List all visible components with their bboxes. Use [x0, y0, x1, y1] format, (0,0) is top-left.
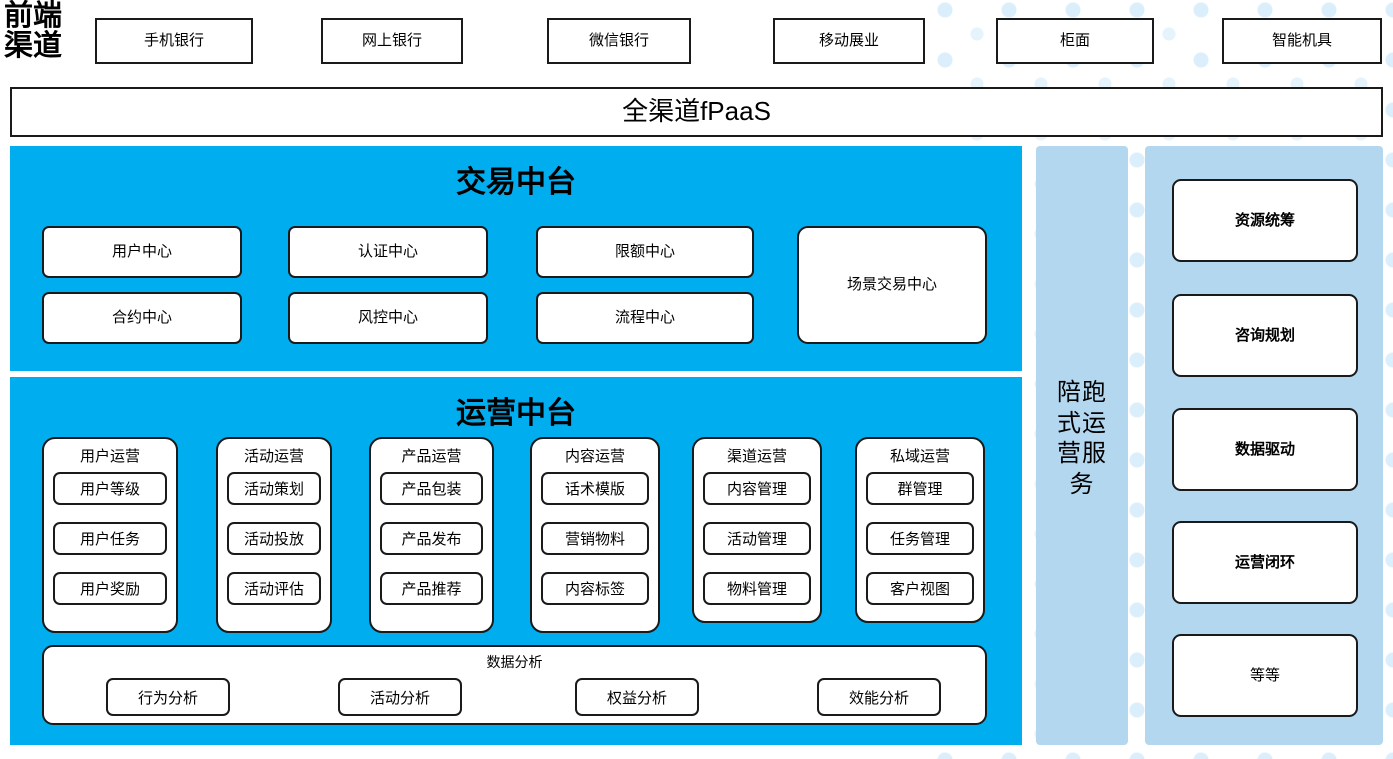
tx-box-limit-center[interactable]: 限额中心 [536, 226, 754, 278]
op-column-title: 产品运营 [401, 448, 462, 465]
front-channel-label-line2: 渠道 [4, 29, 63, 62]
tx-box-process-center[interactable]: 流程中心 [536, 292, 754, 344]
accompany-service-line: 式运 [1057, 409, 1107, 437]
service-box-label: 资源统筹 [1234, 211, 1295, 229]
channel-box-label: 微信银行 [588, 32, 649, 50]
op-item[interactable]: 产品推荐 [380, 572, 483, 605]
op-item[interactable]: 话术模版 [541, 472, 649, 505]
channel-box-label: 移动展业 [818, 32, 879, 50]
tx-box-label: 场景交易中心 [846, 276, 937, 294]
fpaas-banner-label: 全渠道fPaaS [622, 96, 771, 127]
transaction-platform-title: 交易中台 [456, 166, 576, 199]
tx-box-label: 限额中心 [614, 243, 675, 261]
front-channel-label: 前端 渠道 [4, 0, 82, 62]
op-item[interactable]: 客户视图 [866, 572, 974, 605]
op-item[interactable]: 活动策划 [227, 472, 321, 505]
service-box-consulting-planning[interactable]: 咨询规划 [1172, 294, 1358, 377]
op-item[interactable]: 产品包装 [380, 472, 483, 505]
service-box-label: 运营闭环 [1234, 553, 1295, 571]
service-box-resource-coordination[interactable]: 资源统筹 [1172, 179, 1358, 262]
accompany-service-line: 务 [1069, 471, 1095, 499]
op-item[interactable]: 活动投放 [227, 522, 321, 555]
op-item[interactable]: 用户等级 [53, 472, 167, 505]
op-item[interactable]: 任务管理 [866, 522, 974, 555]
tx-box-label: 合约中心 [111, 309, 172, 327]
op-item[interactable]: 产品发布 [380, 522, 483, 555]
fpaas-banner[interactable]: 全渠道fPaaS [10, 87, 1383, 137]
service-box-etc[interactable]: 等等 [1172, 634, 1358, 717]
tx-box-auth-center[interactable]: 认证中心 [288, 226, 488, 278]
tx-box-contract-center[interactable]: 合约中心 [42, 292, 242, 344]
op-column-title: 内容运营 [564, 448, 625, 465]
op-column-private-domain: 私域运营 群管理 任务管理 客户视图 [855, 437, 985, 623]
accompany-service-line: 陪跑 [1057, 379, 1107, 406]
channel-box-label: 柜面 [1059, 32, 1090, 50]
op-item[interactable]: 内容管理 [703, 472, 811, 505]
tx-box-label: 认证中心 [357, 243, 418, 261]
tx-box-label: 用户中心 [111, 243, 172, 261]
op-column-title: 活动运营 [243, 448, 304, 465]
accompany-service-label: 陪跑 式运 营服 务 [1044, 378, 1120, 501]
data-analysis-item[interactable]: 权益分析 [575, 678, 699, 716]
channel-box-counter[interactable]: 柜面 [996, 18, 1154, 64]
op-item[interactable]: 内容标签 [541, 572, 649, 605]
accompany-service-line: 营服 [1057, 440, 1107, 468]
op-item[interactable]: 活动管理 [703, 522, 811, 555]
channel-box-mobile-bank[interactable]: 手机银行 [95, 18, 253, 64]
op-column-user: 用户运营 用户等级 用户任务 用户奖励 [42, 437, 178, 633]
channel-box-internet-bank[interactable]: 网上银行 [321, 18, 463, 64]
data-analysis-item[interactable]: 行为分析 [106, 678, 230, 716]
service-box-label: 咨询规划 [1234, 326, 1295, 344]
op-item[interactable]: 营销物料 [541, 522, 649, 555]
channel-box-label: 手机银行 [143, 32, 204, 50]
data-analysis-title: 数据分析 [486, 654, 543, 670]
data-analysis-item[interactable]: 效能分析 [817, 678, 941, 716]
service-box-label: 数据驱动 [1234, 440, 1295, 458]
op-column-title: 私域运营 [889, 448, 950, 465]
op-item[interactable]: 群管理 [866, 472, 974, 505]
accompany-service-panel: 陪跑 式运 营服 务 [1036, 146, 1128, 745]
op-column-product: 产品运营 产品包装 产品发布 产品推荐 [369, 437, 494, 633]
tx-box-risk-center[interactable]: 风控中心 [288, 292, 488, 344]
op-column-title: 渠道运营 [726, 448, 787, 465]
channel-box-label: 网上银行 [361, 32, 422, 50]
tx-box-label: 风控中心 [357, 309, 418, 327]
data-analysis-item[interactable]: 活动分析 [338, 678, 462, 716]
op-column-activity: 活动运营 活动策划 活动投放 活动评估 [216, 437, 332, 633]
tx-box-label: 流程中心 [614, 309, 675, 327]
op-item[interactable]: 用户奖励 [53, 572, 167, 605]
service-box-label: 等等 [1249, 666, 1280, 684]
op-column-content: 内容运营 话术模版 营销物料 内容标签 [530, 437, 660, 633]
operation-platform-title: 运营中台 [456, 397, 576, 430]
channel-box-label: 智能机具 [1271, 32, 1332, 50]
front-channel-label-line1: 前端 [4, 0, 63, 32]
tx-box-scenario-trade-center[interactable]: 场景交易中心 [797, 226, 987, 344]
channel-box-mobile-business[interactable]: 移动展业 [773, 18, 925, 64]
channel-box-smart-machine[interactable]: 智能机具 [1222, 18, 1382, 64]
op-column-channel: 渠道运营 内容管理 活动管理 物料管理 [692, 437, 822, 623]
tx-box-user-center[interactable]: 用户中心 [42, 226, 242, 278]
channel-box-wechat-bank[interactable]: 微信银行 [547, 18, 691, 64]
op-item[interactable]: 物料管理 [703, 572, 811, 605]
service-box-data-driven[interactable]: 数据驱动 [1172, 408, 1358, 491]
data-analysis-panel: 数据分析 行为分析 活动分析 权益分析 效能分析 [42, 645, 987, 725]
op-column-title: 用户运营 [79, 448, 140, 465]
service-box-operation-closed-loop[interactable]: 运营闭环 [1172, 521, 1358, 604]
op-item[interactable]: 用户任务 [53, 522, 167, 555]
op-item[interactable]: 活动评估 [227, 572, 321, 605]
